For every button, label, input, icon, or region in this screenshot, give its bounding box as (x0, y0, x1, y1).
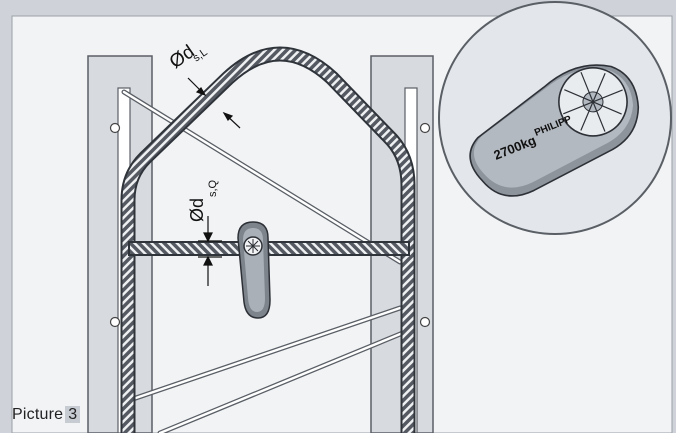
anchor-hole (109, 122, 121, 134)
dim-label-cross-main: Ød (187, 198, 207, 222)
caption-prefix: Picture (12, 406, 64, 423)
longitudinal-stirrup (120, 46, 416, 433)
anchor-hole (419, 122, 431, 134)
lifting-tag (237, 221, 271, 319)
dim-label-cross-sub: s,Q (207, 179, 219, 197)
dimension-cross-bar (198, 216, 222, 286)
dimension-long-bar (187, 77, 241, 129)
zoom-detail-circle: PHILIPP 2700kg (438, 1, 672, 235)
anchor-hole (419, 316, 431, 328)
caption-number: 3 (65, 406, 81, 423)
anchor-hole (109, 316, 121, 328)
